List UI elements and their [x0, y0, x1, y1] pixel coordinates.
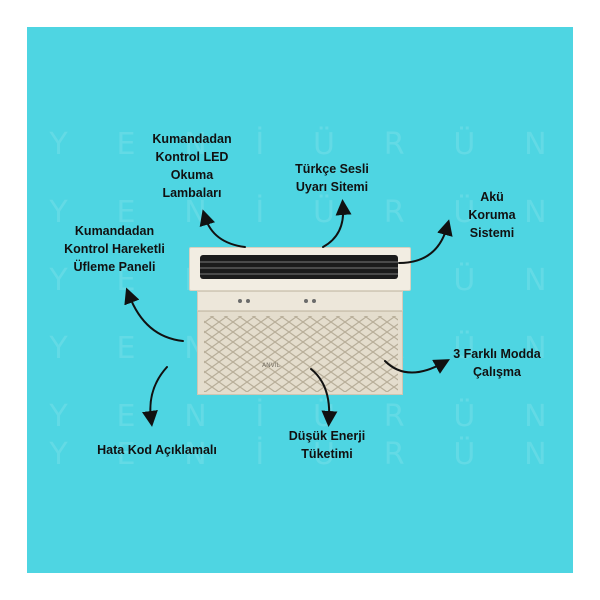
ac-indicator-light: [312, 299, 316, 303]
feature-arrows: [124, 199, 453, 427]
arrow-error: [142, 366, 168, 427]
feature-label-error: Hata Kod Açıklamalı: [97, 443, 217, 457]
ac-indicator-light: [246, 299, 250, 303]
ac-indicator-light: [304, 299, 308, 303]
ac-indicator-light: [238, 299, 242, 303]
ac-brand-label: ANVİL: [262, 362, 280, 369]
arrow-modes: [384, 359, 450, 374]
arrow-led: [199, 209, 246, 248]
ac-air-vent: [200, 255, 398, 279]
arrow-panel: [124, 287, 184, 342]
ac-grille-pattern: [204, 316, 398, 392]
ac-top-housing: [189, 247, 411, 291]
arrow-voice: [322, 199, 352, 248]
air-conditioner-image: ANVİL: [189, 247, 411, 395]
ac-control-strip: [197, 291, 403, 311]
ac-front-grille: ANVİL: [197, 311, 403, 395]
arrow-battery: [398, 219, 453, 264]
arrow-energy: [310, 368, 338, 427]
